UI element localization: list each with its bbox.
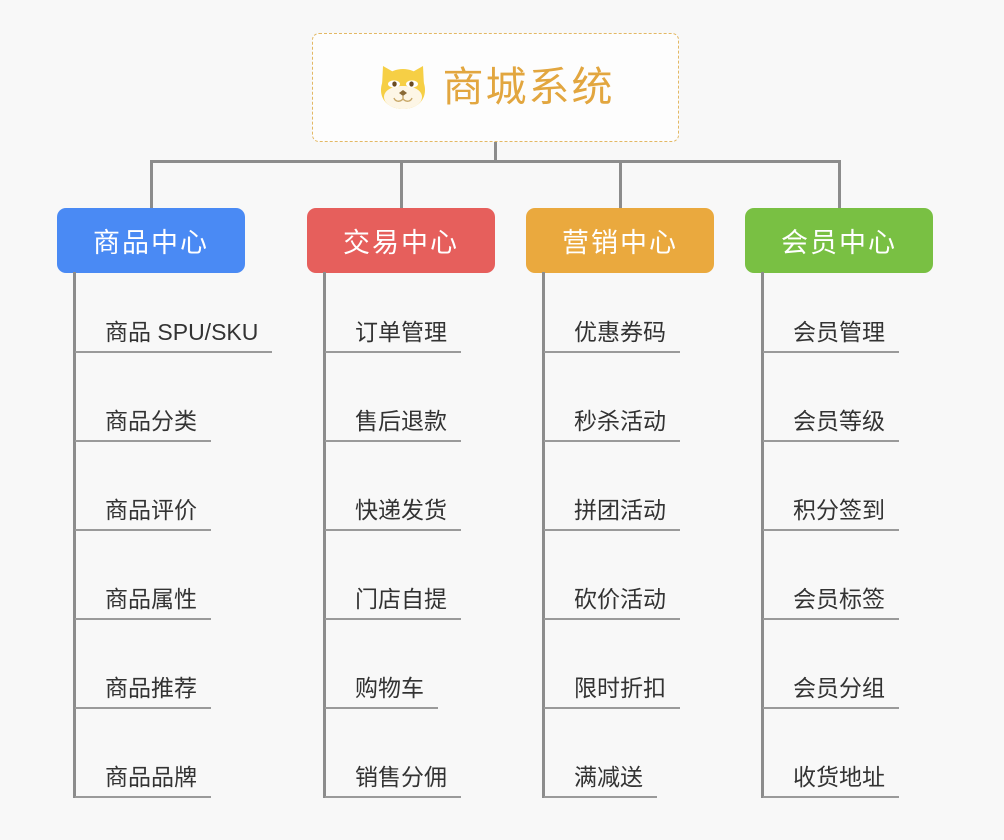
leaf-label: 满减送 — [544, 763, 657, 798]
connector-trunk — [494, 142, 497, 162]
category-node-3[interactable]: 营销中心 — [526, 208, 714, 273]
connector-drop-1 — [150, 160, 153, 209]
leaf-label: 商品评价 — [75, 496, 211, 531]
category-node-4[interactable]: 会员中心 — [745, 208, 933, 273]
leaf-label: 商品 SPU/SKU — [75, 318, 273, 353]
connector-bus — [151, 160, 841, 163]
leaf-label: 门店自提 — [325, 585, 461, 620]
leaf-label: 商品品牌 — [75, 763, 211, 798]
leaf-label: 收货地址 — [763, 763, 899, 798]
connector-drop-2 — [400, 160, 403, 209]
connector-drop-4 — [838, 160, 841, 209]
root-title: 商城系统 — [442, 64, 615, 110]
root-node[interactable]: 商城系统 — [312, 33, 679, 142]
branch-spine-3 — [542, 272, 545, 798]
leaf-label: 会员标签 — [763, 585, 899, 620]
leaf-label: 商品推荐 — [75, 674, 211, 709]
leaf-label: 订单管理 — [325, 318, 461, 353]
branch-spine-2 — [323, 272, 326, 798]
leaf-label: 拼团活动 — [544, 496, 680, 531]
category-node-2[interactable]: 交易中心 — [307, 208, 495, 273]
leaf-label: 会员管理 — [763, 318, 899, 353]
category-node-1[interactable]: 商品中心 — [57, 208, 245, 273]
leaf-label: 会员分组 — [763, 674, 899, 709]
connector-drop-3 — [619, 160, 622, 209]
branch-spine-1 — [73, 272, 76, 798]
leaf-label: 优惠券码 — [544, 318, 680, 353]
leaf-label: 商品属性 — [75, 585, 211, 620]
leaf-label: 会员等级 — [763, 407, 899, 442]
branch-spine-4 — [761, 272, 764, 798]
leaf-label: 售后退款 — [325, 407, 461, 442]
shiba-dog-face-icon — [377, 64, 429, 112]
leaf-label: 快递发货 — [325, 496, 461, 531]
leaf-label: 销售分佣 — [325, 763, 461, 798]
leaf-label: 购物车 — [325, 674, 438, 709]
leaf-label: 积分签到 — [763, 496, 899, 531]
leaf-label: 秒杀活动 — [544, 407, 680, 442]
leaf-label: 限时折扣 — [544, 674, 680, 709]
leaf-label: 商品分类 — [75, 407, 211, 442]
leaf-label: 砍价活动 — [544, 585, 680, 620]
